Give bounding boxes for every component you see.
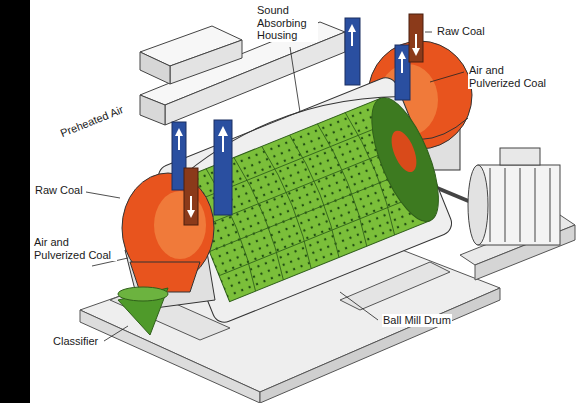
coal-feed-arrow: [184, 168, 198, 225]
coal-feed-arrow: [409, 14, 423, 62]
air-flow-arrow: [395, 45, 410, 100]
coal-feed-arrow: [187, 196, 195, 218]
air-flow-arrow: [348, 24, 356, 46]
air-flow-arrow: [175, 128, 183, 150]
part-label: Air and Pulverized Coal: [33, 236, 117, 261]
drive-motor: [505, 168, 506, 242]
ball-mill-drum: [290, 133, 345, 258]
part-label: Classifier: [52, 335, 99, 348]
drive-motor: [550, 168, 551, 242]
drive-motor: [468, 165, 488, 245]
drive-motor: [520, 168, 521, 242]
part-label: Raw Coal: [34, 184, 84, 197]
air-flow-arrow: [345, 18, 360, 85]
ball-mill-drum: [386, 127, 421, 175]
top-box: [170, 40, 242, 84]
drive-motor: [535, 168, 536, 242]
leader-line: [290, 47, 300, 112]
ball-mill-drum: [262, 144, 317, 269]
leader-line: [430, 72, 464, 82]
ball-mill-drum: [358, 89, 452, 229]
top-box: [140, 52, 170, 84]
coal-feed-arrow: [412, 34, 420, 56]
air-flow-arrow: [218, 126, 228, 152]
air-flow-arrow: [172, 18, 410, 215]
drive-motor: [490, 168, 491, 242]
leader-line: [86, 192, 120, 198]
drive-motor: [478, 165, 560, 245]
air-duct: [140, 95, 165, 125]
ball-mill-drum: [234, 155, 289, 280]
drive-motor: [500, 148, 540, 165]
leader-line: [340, 292, 378, 320]
air-flow-arrow: [214, 120, 232, 215]
top-box: [140, 26, 242, 84]
part-label: Preheated Air: [58, 103, 126, 140]
part-label: Ball Mill Drum: [382, 314, 452, 327]
black-strip: [0, 0, 30, 403]
coal-feed-arrow: [184, 14, 423, 225]
concrete-foundation: [260, 288, 500, 403]
part-label: Raw Coal: [436, 25, 486, 38]
leader-line: [425, 32, 432, 33]
leader-line: [86, 32, 464, 341]
ball-mill-drum: [317, 122, 372, 247]
air-flow-arrow: [398, 51, 406, 73]
leader-line: [104, 326, 128, 341]
part-label: Sound Absorbing Housing: [256, 4, 318, 42]
classifier-cone: [118, 287, 168, 301]
part-label: Air and Pulverized Coal: [468, 64, 552, 89]
